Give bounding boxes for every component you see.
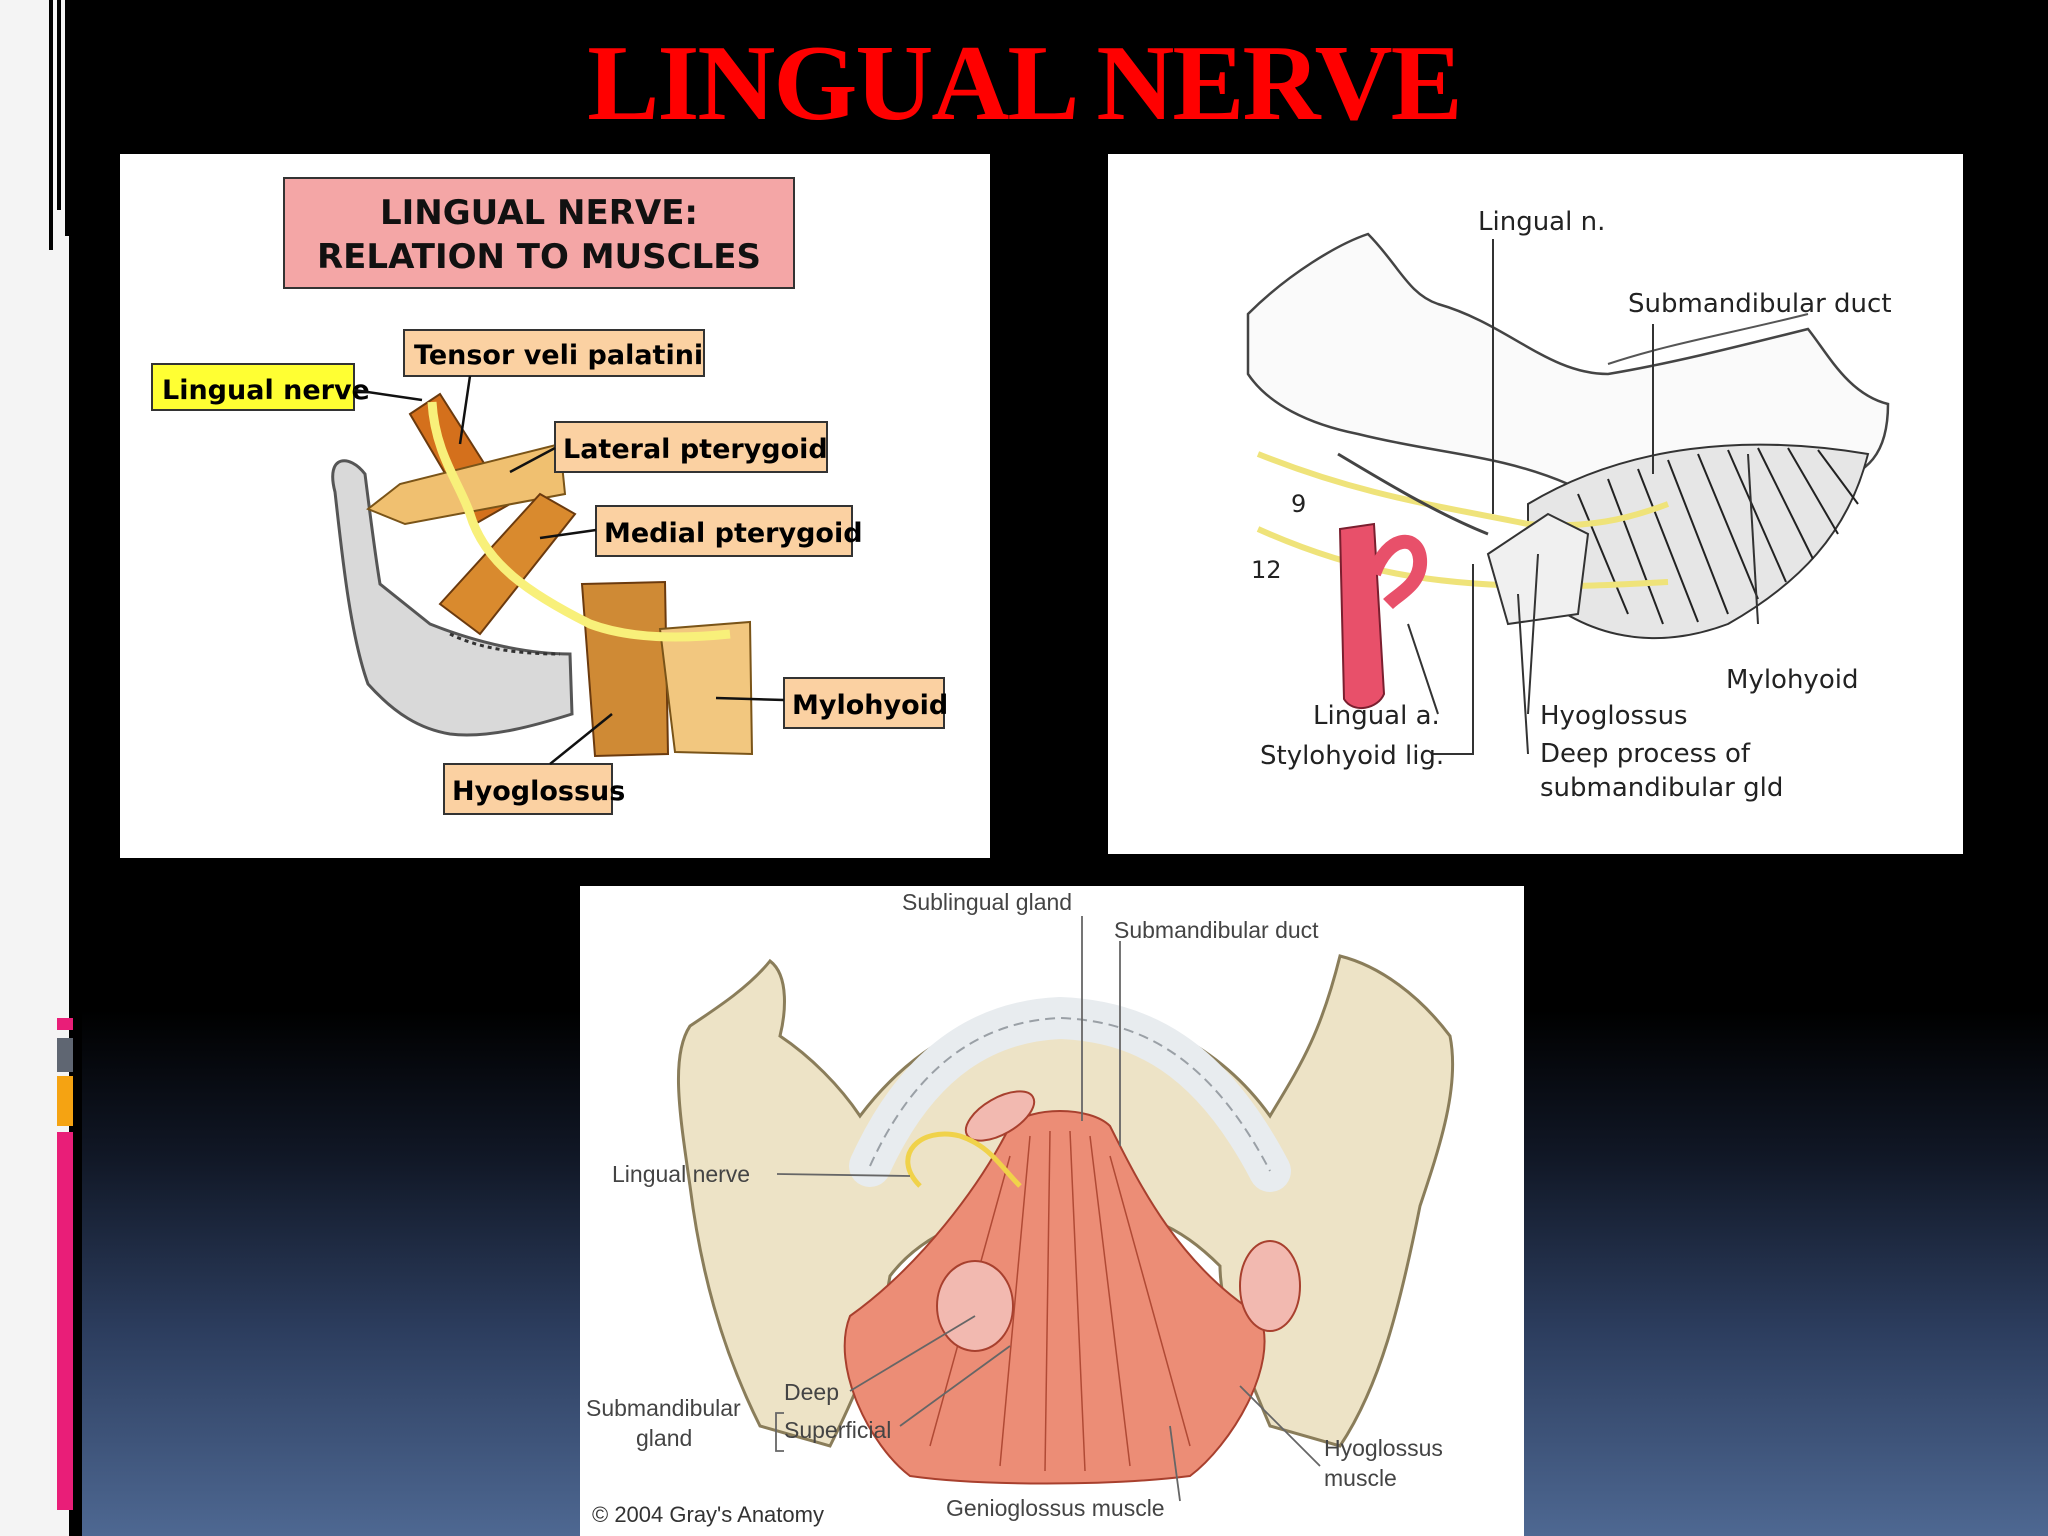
heading-line-2: RELATION TO MUSCLES <box>317 237 761 277</box>
lingual-nerve-path <box>427 401 731 642</box>
label-nerve-9: 9 <box>1291 490 1306 518</box>
label-hyoglossus: Hyoglossus <box>452 776 625 807</box>
heading-line-1: LINGUAL NERVE: <box>380 193 698 233</box>
label-lingual-nerve: Lingual nerve <box>162 375 370 406</box>
pointer-line <box>715 696 785 702</box>
label-submandibular-gland-2: gland <box>636 1425 692 1451</box>
label-lingual-nerve: Lingual nerve <box>612 1161 750 1187</box>
label-mylohyoid: Mylohyoid <box>1726 665 1858 695</box>
label-deep: Deep <box>784 1379 839 1405</box>
stylohyoid-ligament <box>1337 452 1489 536</box>
mandible-edge <box>449 632 561 656</box>
accent-bar-orange <box>57 1076 73 1126</box>
pointer-line <box>458 375 472 445</box>
leader-lines <box>1407 239 1759 755</box>
strip-line <box>65 0 69 236</box>
diagram-grays-anatomy-svg: Sublingual gland Submandibular duct Ling… <box>586 889 1455 1527</box>
sublingual-gland <box>964 1090 1036 1142</box>
pointer-line <box>353 388 423 402</box>
accent-bar-pink <box>57 1018 73 1030</box>
lingual-nerve-path <box>905 1131 1022 1188</box>
hyoglossus-muscle <box>580 580 670 758</box>
accent-bar-gray <box>57 1038 73 1072</box>
medial-pterygoid-muscle <box>438 492 577 636</box>
mylohyoid-muscle <box>658 620 754 756</box>
label-hyoglossus-1: Hyoglossus <box>1324 1435 1443 1461</box>
label-submandibular-duct: Submandibular duct <box>1628 289 1892 319</box>
label-sublingual-gland: Sublingual gland <box>902 889 1072 915</box>
label-medial-pterygoid: Medial pterygoid <box>604 518 863 549</box>
label-deep-process-1: Deep process of <box>1540 739 1751 769</box>
label-mylohyoid: Mylohyoid <box>792 690 948 721</box>
teeth-line <box>1607 313 1809 365</box>
label-genioglossus: Genioglossus muscle <box>946 1495 1165 1521</box>
slide-title: LINGUAL NERVE <box>587 24 1462 143</box>
label-tensor-veli-palatini: Tensor veli palatini <box>414 340 703 371</box>
label-submandibular-duct: Submandibular duct <box>1114 917 1319 943</box>
diagram-relation-to-muscles: LINGUAL NERVE: RELATION TO MUSCLES Lingu… <box>120 154 990 858</box>
teeth-gaps <box>869 1016 1271 1172</box>
submandibular-gland-left <box>936 1260 1014 1352</box>
label-deep-process-2: submandibular gld <box>1540 773 1783 803</box>
label-box-hyoglossus <box>443 763 613 815</box>
accent-bar-pink-long <box>57 1132 73 1510</box>
mandible-outline <box>1246 232 1890 509</box>
label-nerve-12: 12 <box>1251 556 1282 584</box>
mandible-shape <box>331 459 574 737</box>
pointer-line <box>509 446 556 474</box>
label-lingual-a: Lingual a. <box>1313 701 1440 731</box>
label-box-lingual-nerve <box>151 363 355 411</box>
strip-line <box>57 0 61 210</box>
pointer-line <box>539 528 597 540</box>
label-stylohyoid-lig: Stylohyoid lig. <box>1260 741 1444 771</box>
label-lingual-n: Lingual n. <box>1478 207 1605 237</box>
diagram-lateral-view: Lingual n. Submandibular duct 9 12 Myloh… <box>1108 154 1963 854</box>
label-box-tensor <box>403 329 705 377</box>
hatch-lines <box>1577 447 1859 625</box>
left-decorative-strip <box>0 0 82 1536</box>
label-box-mylohyoid <box>783 677 945 729</box>
diagram-relation-to-muscles-svg: LINGUAL NERVE: RELATION TO MUSCLES Lingu… <box>151 177 948 815</box>
diagram-lateral-view-svg: Lingual n. Submandibular duct 9 12 Myloh… <box>1246 207 1892 803</box>
label-hyoglossus: Hyoglossus <box>1540 701 1688 731</box>
strip-line <box>49 0 53 250</box>
lingual-artery-loop <box>1367 534 1428 610</box>
pointer-line <box>549 713 613 765</box>
leader-lines <box>775 916 1321 1502</box>
label-submandibular-gland-1: Submandibular <box>586 1395 741 1421</box>
copyright-text: © 2004 Gray's Anatomy <box>592 1502 824 1527</box>
label-lateral-pterygoid: Lateral pterygoid <box>563 434 828 465</box>
label-superficial: Superficial <box>784 1417 891 1443</box>
lingual-nerve-path <box>1256 451 1670 529</box>
label-box-lateral-pterygoid <box>554 421 828 473</box>
submandibular-gland-right <box>1239 1240 1301 1332</box>
heading-box <box>283 177 795 289</box>
diagram-grays-anatomy: Sublingual gland Submandibular duct Ling… <box>580 886 1524 1536</box>
lingual-artery <box>1338 522 1386 709</box>
label-hyoglossus-2: muscle <box>1324 1465 1397 1491</box>
